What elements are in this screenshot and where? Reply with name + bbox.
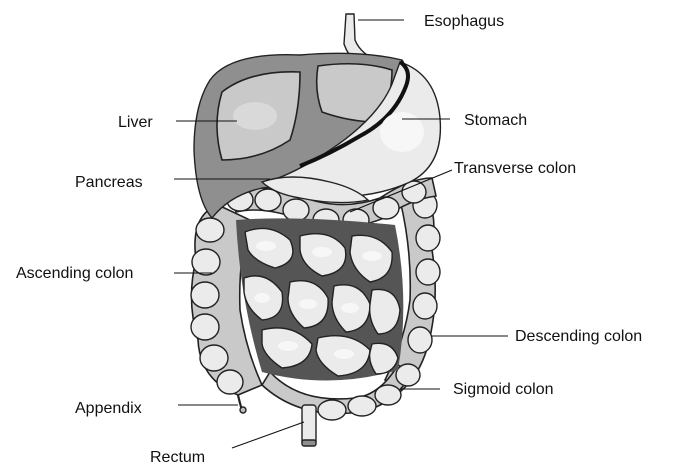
label-liver: Liver — [118, 114, 153, 131]
label-pancreas: Pancreas — [75, 174, 143, 191]
rectum-leader — [232, 422, 304, 448]
label-descending-colon: Descending colon — [515, 328, 642, 345]
label-appendix: Appendix — [75, 400, 142, 417]
label-ascending-colon: Ascending colon — [16, 265, 133, 282]
label-rectum: Rectum — [150, 449, 205, 466]
organ-illustration — [191, 14, 440, 446]
label-transverse-colon: Transverse colon — [454, 160, 576, 177]
appendix-organ — [238, 395, 246, 413]
label-sigmoid-colon: Sigmoid colon — [453, 381, 554, 398]
small-intestine — [236, 218, 403, 380]
label-esophagus: Esophagus — [424, 13, 504, 30]
label-stomach: Stomach — [464, 112, 527, 129]
rectum-organ — [302, 405, 316, 446]
